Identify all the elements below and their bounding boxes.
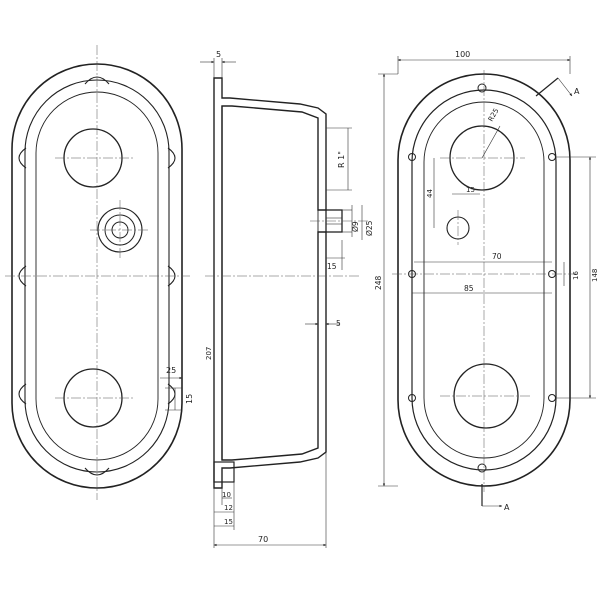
back-view: 100 A A R25 44 15 70 85 16 148 bbox=[374, 50, 599, 512]
section-dim-12: 12 bbox=[224, 504, 233, 512]
back-bolt-holes bbox=[408, 83, 556, 473]
section-bottom-flange bbox=[213, 461, 235, 483]
back-dim-70: 70 bbox=[492, 252, 502, 261]
back-dim-248: 248 bbox=[374, 275, 383, 290]
front-dim-15: 15 bbox=[185, 394, 194, 404]
section-dim-15b: 15 bbox=[224, 518, 233, 526]
section-view: 5 R 1" Ø9 Ø25 15 5 207 10 12 15 bbox=[200, 50, 374, 548]
section-dim-70: 70 bbox=[258, 535, 268, 544]
section-dim-r1: R 1" bbox=[337, 151, 346, 168]
section-dim-15: 15 bbox=[327, 262, 337, 271]
back-dim-15: 15 bbox=[466, 186, 475, 194]
front-dim-25: 25 bbox=[166, 366, 176, 375]
back-dim-148: 148 bbox=[591, 269, 599, 282]
back-dim-16: 16 bbox=[572, 271, 580, 280]
back-section-mark-bottom: A bbox=[504, 503, 510, 512]
section-dim-5: 5 bbox=[336, 319, 341, 328]
back-dim-100: 100 bbox=[455, 50, 470, 59]
front-view: 25 15 bbox=[5, 45, 194, 500]
section-dim-207: 207 bbox=[205, 347, 213, 360]
section-dim-d25: Ø25 bbox=[365, 220, 374, 236]
back-dim-85: 85 bbox=[464, 284, 474, 293]
section-wall bbox=[213, 77, 327, 489]
section-dim-top-5: 5 bbox=[216, 50, 221, 59]
back-section-mark-top: A bbox=[574, 87, 580, 96]
section-dim-d9: Ø9 bbox=[351, 221, 360, 232]
section-dim-10: 10 bbox=[222, 491, 231, 499]
back-dim-r25: R25 bbox=[487, 107, 501, 123]
back-dim-44: 44 bbox=[426, 189, 434, 198]
